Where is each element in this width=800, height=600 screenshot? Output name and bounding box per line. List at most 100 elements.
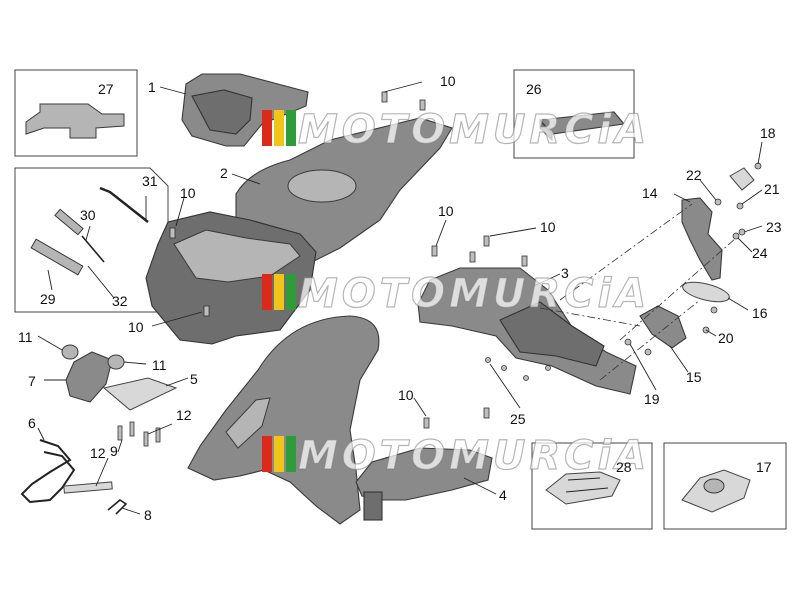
callout-17: 17: [756, 459, 772, 475]
callout-24: 24: [752, 245, 768, 261]
part-19-nut-a: [624, 338, 632, 346]
part-30-screwdriver-shaft: [81, 235, 105, 263]
callout-15: 15: [686, 369, 702, 385]
watermark-text-bottom: MOTOMURCiA: [298, 433, 650, 479]
part-18-reflector: [729, 167, 755, 191]
callout-10-frame: 10: [128, 319, 144, 335]
callout-11-left: 11: [18, 329, 33, 345]
callout-19: 19: [644, 391, 660, 407]
part-4-post: [363, 491, 383, 521]
callout-4: 4: [499, 487, 507, 503]
callout-8: 8: [144, 507, 152, 523]
part-9-pin: [63, 481, 113, 494]
callout-6: 6: [28, 415, 36, 431]
part-25-nut-b: [501, 365, 507, 371]
part-2-fuel-cap-area: [287, 169, 357, 203]
part-27-plate: [25, 103, 125, 139]
part-11-bushing-left: [61, 344, 79, 360]
part-6-clip: [20, 439, 76, 504]
part-25-nut-d: [545, 365, 551, 371]
part-20-washer-b: [710, 306, 718, 314]
part-14-holder: [681, 197, 723, 281]
callout-labels: 1 2 3 4 5 6 7 8 9 10 10 10 10 10 10 11 1…: [18, 73, 782, 523]
part-2-storage-bay: [173, 229, 301, 283]
part-21-nut-b: [736, 202, 744, 210]
part-10-screw-frame: [203, 305, 210, 317]
part-19-nut-b: [644, 348, 652, 356]
part-12-screw-c: [143, 431, 149, 447]
part-10-screw-mid-c: [483, 235, 490, 247]
callout-27: 27: [98, 81, 114, 97]
part-10-screw-mid-a: [431, 245, 438, 257]
callout-30: 30: [80, 207, 96, 223]
callout-18: 18: [760, 125, 776, 141]
callout-10-low: 10: [398, 387, 414, 403]
centerline-b: [619, 237, 737, 341]
part-25-nut-c: [523, 375, 529, 381]
callout-1: 1: [148, 79, 156, 95]
part-15-light-housing: [639, 305, 687, 349]
mudguard: [187, 315, 380, 525]
centerline-a: [559, 203, 693, 301]
part-10-screw-top-b: [419, 99, 426, 111]
callout-11-right: 11: [152, 357, 167, 373]
callout-12-left: 12: [90, 445, 106, 461]
part-17-clip-loop: [703, 478, 725, 494]
part-24-nut: [732, 232, 740, 240]
part-10-screw-low-b: [483, 407, 490, 419]
callout-26: 26: [526, 81, 542, 97]
callout-14: 14: [642, 185, 658, 201]
callout-20: 20: [718, 330, 734, 346]
callout-2: 2: [220, 165, 228, 181]
callout-12-right: 12: [176, 407, 192, 423]
callout-16: 16: [752, 305, 768, 321]
part-8-split-pin: [107, 499, 128, 515]
part-3-fender-shade: [499, 301, 605, 367]
centerline-c: [599, 299, 701, 381]
watermark-text-top: MOTOMURCiA: [298, 107, 650, 153]
part-10-screw-mid-b: [469, 251, 476, 263]
callout-10-left: 10: [180, 185, 196, 201]
callout-32: 32: [112, 293, 128, 309]
watermark-middle: MOTOMURCiA: [262, 270, 650, 318]
part-16-lens: [682, 281, 730, 303]
watermark-text-middle: MOTOMURCiA: [298, 271, 650, 317]
part-10-screw-low-a: [423, 417, 430, 429]
callout-23: 23: [766, 219, 782, 235]
part-28-clip: [545, 471, 621, 505]
watermark-bottom: MOTOMURCiA: [262, 432, 650, 480]
callout-3: 3: [561, 265, 569, 281]
part-12-screw-d: [155, 427, 161, 443]
part-1-cover-shade: [191, 89, 253, 135]
mudguard-bracket: [225, 397, 271, 449]
part-26-pad-side: [539, 118, 553, 142]
callout-10-mid-left: 10: [438, 203, 454, 219]
callout-10-top: 10: [440, 73, 456, 89]
part-31-allen-key: [99, 186, 149, 223]
callout-5: 5: [190, 371, 198, 387]
part-29-box-wrench: [30, 238, 84, 276]
callout-9: 9: [110, 443, 118, 459]
callout-22: 22: [686, 167, 702, 183]
callout-21: 21: [764, 181, 780, 197]
callout-29: 29: [40, 291, 56, 307]
part-21-nut-a: [714, 198, 722, 206]
callout-7: 7: [28, 373, 36, 389]
part-10-screw-left: [169, 227, 176, 239]
part-10-screw-mid-d: [521, 255, 528, 267]
callout-28: 28: [616, 459, 632, 475]
callout-10-mid-right: 10: [540, 219, 556, 235]
part-28-clip-detail: [565, 477, 609, 493]
part-10-screw-top-a: [381, 91, 388, 103]
part-12-screw-a: [117, 425, 123, 441]
part-11-bushing-right: [107, 354, 125, 370]
callout-25: 25: [510, 411, 526, 427]
centerline-d: [539, 307, 641, 327]
leader-lines: [37, 81, 763, 515]
part-7-bracket: [65, 351, 113, 403]
callout-31: 31: [142, 173, 158, 189]
part-30-screwdriver-handle: [54, 208, 84, 236]
watermark-top: MOTOMURCiA: [262, 106, 650, 154]
